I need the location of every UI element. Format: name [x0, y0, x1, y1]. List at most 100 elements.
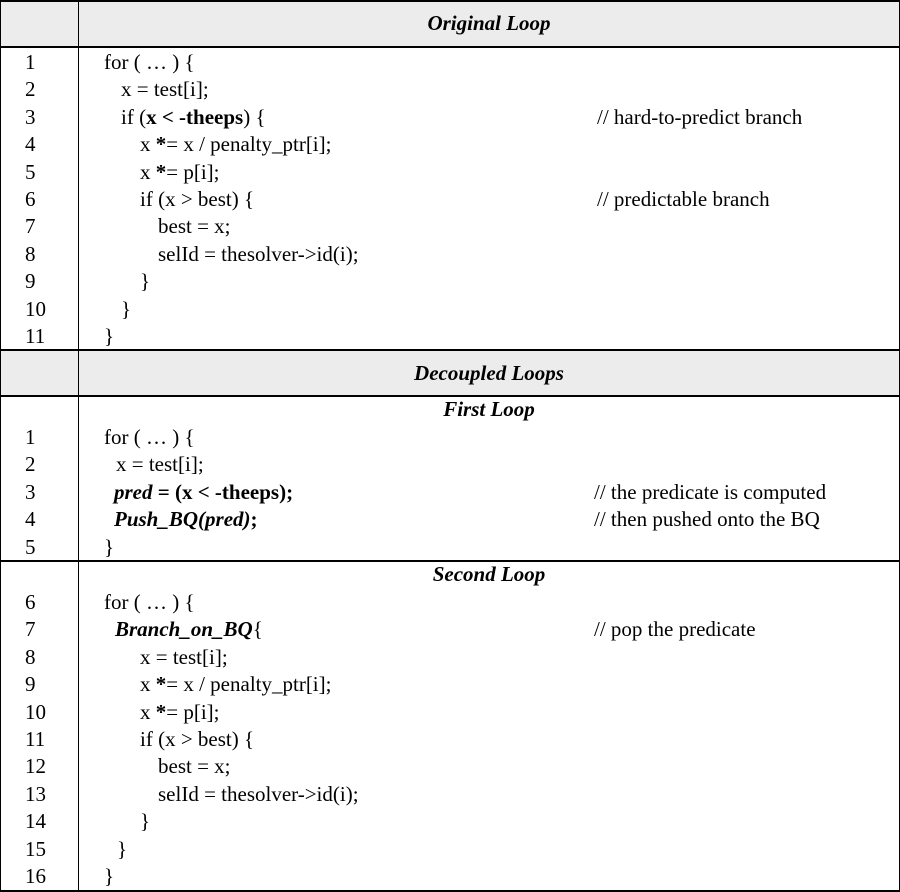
code-comment: // hard-to-predict branch	[597, 104, 803, 129]
code-token: for ( … ) {	[104, 590, 195, 614]
code-text: for ( … ) {	[104, 589, 195, 616]
code-token: *	[155, 159, 167, 184]
code-token: x = test[i];	[121, 77, 209, 102]
code-text: x *= p[i];	[140, 699, 220, 726]
code-text: if (x > best) {	[140, 726, 254, 753]
column-divider	[78, 0, 79, 47]
code-line: 1 for ( … ) {	[1, 424, 900, 451]
code-token: selId = thesolver->id(i);	[158, 241, 359, 266]
decoupled-loops-header: Decoupled Loops	[0, 350, 900, 396]
code-line: 11 if (x > best) {	[1, 726, 900, 753]
code-token: }	[104, 534, 115, 559]
code-line: 12 best = x;	[1, 753, 900, 780]
code-token: x = test[i];	[140, 644, 228, 669]
code-comment: // then pushed onto the BQ	[594, 507, 820, 532]
code-token: = x / penalty_ptr[i];	[166, 132, 332, 157]
rule-top	[0, 0, 900, 2]
line-number: 1	[25, 425, 36, 449]
code-token: *	[155, 132, 167, 157]
code-token: }	[140, 809, 151, 834]
line-number: 10	[25, 699, 46, 724]
code-text: Push_BQ(pred);	[114, 506, 258, 533]
code-line: 4 Push_BQ(pred); // then pushed onto the B…	[1, 506, 900, 533]
code-token: selId = thesolver->id(i);	[158, 781, 359, 806]
rule-under-decoupled-header	[0, 395, 900, 397]
line-number: 11	[25, 324, 46, 348]
code-line: 11}	[1, 323, 900, 350]
code-text: if (x < -theeps) {	[121, 104, 266, 131]
code-line: 10}	[1, 296, 900, 323]
code-text: selId = thesolver->id(i);	[158, 781, 359, 808]
code-line: 1 for ( … ) {	[1, 49, 900, 76]
code-line: 10 x *= p[i];	[1, 699, 900, 726]
code-line: 5}	[1, 534, 900, 561]
code-text: }	[104, 534, 114, 561]
original-loop-title: Original Loop	[427, 11, 551, 35]
line-number: 5	[25, 159, 36, 184]
column-divider	[78, 350, 79, 396]
line-number: 9	[25, 672, 36, 697]
line-number: 14	[25, 809, 46, 834]
code-token: x	[140, 699, 156, 724]
code-line: 15}	[1, 836, 900, 863]
code-token: ;	[250, 507, 258, 532]
code-token: ) {	[243, 104, 266, 129]
code-text: }	[104, 863, 114, 890]
line-number: 12	[25, 754, 46, 779]
code-line: 9}	[1, 268, 900, 295]
line-number: 9	[25, 269, 36, 294]
code-token: = p[i];	[166, 699, 220, 724]
line-number: 7	[25, 617, 36, 642]
code-token: x < -theeps	[146, 104, 244, 129]
code-token: }	[104, 324, 115, 348]
code-token: }	[140, 269, 151, 294]
code-token: }	[104, 864, 115, 888]
line-number: 2	[25, 77, 36, 102]
line-number: 10	[25, 296, 46, 321]
code-token: x	[140, 672, 156, 697]
code-token: *	[155, 672, 167, 697]
code-text: best = x;	[158, 753, 231, 780]
code-token: *	[155, 699, 167, 724]
code-text: x = test[i];	[116, 451, 204, 478]
code-text: x *= x / penalty_ptr[i];	[140, 671, 331, 698]
code-token: pred	[114, 479, 153, 504]
original-loop-header: Original Loop	[0, 0, 900, 47]
code-token: if (x > best) {	[140, 727, 255, 751]
code-text: for ( … ) {	[104, 424, 195, 451]
code-text: x *= p[i];	[140, 159, 220, 186]
code-token: }	[117, 836, 128, 861]
first-loop-title: First Loop	[443, 397, 535, 421]
code-token: x = test[i];	[116, 452, 204, 477]
code-text: selId = thesolver->id(i);	[158, 241, 359, 268]
code-text: for ( … ) {	[104, 49, 195, 76]
line-number: 11	[25, 727, 46, 751]
line-number: 1	[25, 50, 36, 74]
code-comment: // the predicate is computed	[594, 479, 827, 504]
code-token: Push_BQ(pred)	[114, 507, 251, 532]
code-text: x = test[i];	[121, 76, 209, 103]
code-comment: // predictable branch	[597, 187, 770, 211]
code-line: 5 x *= p[i];	[1, 159, 900, 186]
line-number: 8	[25, 644, 36, 669]
code-text: }	[117, 836, 127, 863]
code-line: 16}	[1, 863, 900, 890]
line-number: 4	[25, 507, 36, 532]
code-token: for ( … ) {	[104, 425, 195, 449]
rule-under-original-header	[0, 46, 900, 48]
code-line: 8 x = test[i];	[1, 644, 900, 671]
code-token: = p[i];	[166, 159, 220, 184]
code-token: if (x > best) {	[140, 187, 255, 211]
second-loop-title: Second Loop	[432, 562, 546, 586]
code-token: }	[121, 296, 132, 321]
